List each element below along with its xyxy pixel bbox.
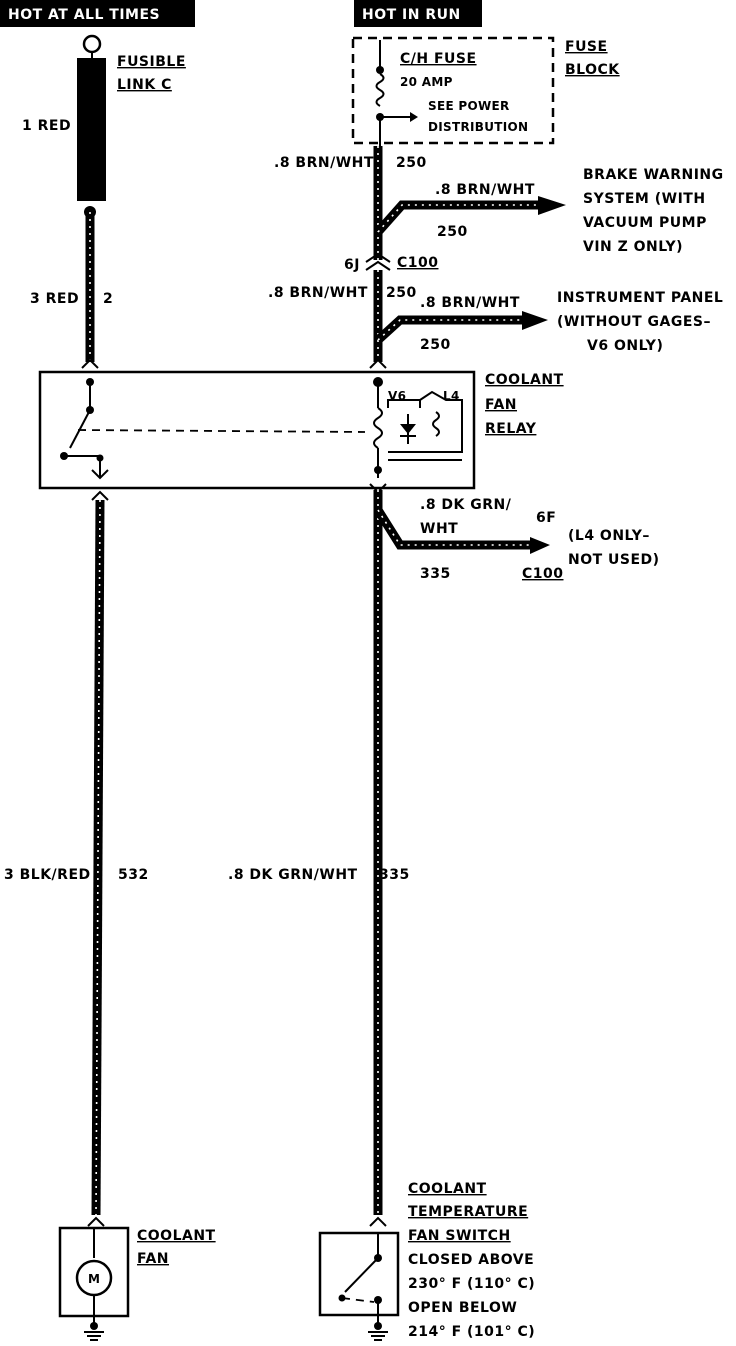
wire-brn-wht-upper: [373, 146, 566, 260]
fuse-block: [351, 36, 555, 150]
wire-3-blk-red: [87, 490, 109, 1227]
relay-name-line3: RELAY: [485, 421, 537, 437]
fuse-see-line1: SEE POWER: [428, 99, 510, 113]
coolant-temp-switch: [318, 1231, 400, 1341]
dkgrn-branch-label-2: WHT: [420, 521, 458, 537]
ip-branch-label: .8 BRN/WHT: [420, 295, 520, 311]
ip-dest-line3: V6 ONLY): [587, 338, 663, 354]
fusible-link: [77, 34, 106, 218]
fuse-block-label-1: FUSE: [565, 39, 608, 55]
fuse-name-line2: 20 AMP: [400, 75, 453, 89]
header-hot-at-all-times: HOT AT ALL TIMES: [0, 0, 195, 27]
dkgrn-branch-circuit: 335: [420, 566, 451, 582]
coolant-fan-relay: [38, 370, 476, 494]
header-left-text: HOT AT ALL TIMES: [8, 7, 160, 23]
relay-l4-label: L4: [443, 389, 460, 403]
temp-switch-label-3: FAN SWITCH: [408, 1228, 511, 1244]
temp-switch-spec-4: 214° F (101° C): [408, 1324, 535, 1340]
wire-brn-wht-mid-circuit: 250: [386, 285, 417, 301]
header-hot-in-run: HOT IN RUN: [354, 0, 482, 27]
fuse-see-line2: DISTRIBUTION: [428, 120, 528, 134]
fuse-name-line1: C/H FUSE: [400, 51, 477, 67]
wire-3-red-label: 3 RED: [30, 291, 79, 307]
temp-switch-spec-3: OPEN BELOW: [408, 1300, 517, 1316]
c100-top-label: C100: [397, 255, 439, 271]
fusible-link-label-2: LINK C: [117, 77, 172, 93]
coolant-fan-label-1: COOLANT: [137, 1228, 216, 1244]
coolant-fan: [58, 1226, 130, 1341]
brake-branch-label: .8 BRN/WHT: [435, 182, 535, 198]
ip-dest-line2: (WITHOUT GAGES–: [557, 314, 711, 330]
wire-brn-wht-lower: [369, 270, 548, 369]
brake-dest-line2: SYSTEM (WITH: [583, 191, 706, 207]
fusible-link-wire-label: 1 RED: [22, 118, 71, 134]
ip-branch-circuit: 250: [420, 337, 451, 353]
header-right-text: HOT IN RUN: [362, 7, 461, 23]
wire-brn-wht-top-label: .8 BRN/WHT: [274, 155, 374, 171]
coolant-fan-label-2: FAN: [137, 1251, 169, 1267]
brake-dest-line3: VACUUM PUMP: [583, 215, 707, 231]
wire-blk-red-circuit: 532: [118, 867, 149, 883]
wire-dkgrn-main-label: .8 DK GRN/WHT: [228, 867, 358, 883]
relay-v6-label: V6: [388, 389, 406, 403]
temp-switch-spec-1: CLOSED ABOVE: [408, 1252, 534, 1268]
relay-name-line2: FAN: [485, 397, 517, 413]
temp-switch-label-2: TEMPERATURE: [408, 1204, 528, 1220]
c100-bottom-label: C100: [522, 566, 564, 582]
wire-dk-grn-branch: [369, 490, 550, 1227]
wire-3-red-circuit: 2: [103, 291, 113, 307]
c100-bottom-pin: 6F: [536, 510, 556, 526]
brake-branch-circuit: 250: [437, 224, 468, 240]
brake-dest-line4: VIN Z ONLY): [583, 239, 683, 255]
wire-brn-wht-mid-label: .8 BRN/WHT: [268, 285, 368, 301]
fusible-link-label-1: FUSIBLE: [117, 54, 186, 70]
wire-3-red: [81, 212, 99, 369]
brake-dest-line1: BRAKE WARNING: [583, 167, 724, 183]
l4-dest-line1: (L4 ONLY–: [568, 528, 650, 544]
motor-symbol: M: [88, 1272, 100, 1286]
temp-switch-spec-2: 230° F (110° C): [408, 1276, 535, 1292]
dkgrn-branch-label-1: .8 DK GRN/: [420, 497, 512, 513]
temp-switch-label-1: COOLANT: [408, 1181, 487, 1197]
relay-name-line1: COOLANT: [485, 372, 564, 388]
fuse-block-label-2: BLOCK: [565, 62, 620, 78]
ip-dest-line1: INSTRUMENT PANEL: [557, 290, 723, 306]
wire-dkgrn-main-circuit: 335: [379, 867, 410, 883]
wire-blk-red-label: 3 BLK/RED: [4, 867, 91, 883]
wire-brn-wht-top-circuit: 250: [396, 155, 427, 171]
c100-top-pin: 6J: [344, 257, 360, 273]
l4-dest-line2: NOT USED): [568, 552, 660, 568]
connector-c100-top: [365, 252, 391, 271]
